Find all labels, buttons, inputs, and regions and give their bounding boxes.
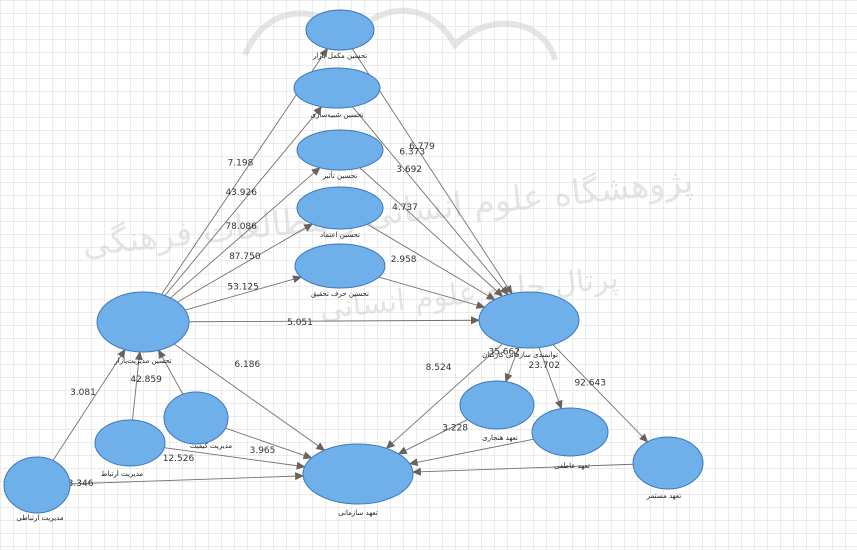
edge-value-b3-c: 3.346 xyxy=(68,479,94,489)
node-n1[interactable] xyxy=(305,9,375,51)
node-b3[interactable] xyxy=(3,456,71,514)
node-label-L: تحسین مدیریت‌بازار xyxy=(113,357,171,365)
edge-value-L-n2: 43.926 xyxy=(225,188,257,198)
node-n5[interactable] xyxy=(294,243,386,289)
edge-r3-c xyxy=(411,463,634,476)
edge-value-R-r1: 35.662 xyxy=(488,348,520,358)
edge-value-L-n3: 78.086 xyxy=(225,222,257,232)
edge-R-r1 xyxy=(504,347,520,383)
edge-value-L-R: 5.051 xyxy=(287,318,313,328)
edge-value-L-n4: 87.750 xyxy=(229,252,261,262)
node-r1[interactable] xyxy=(459,380,535,430)
edge-n2-R xyxy=(352,106,509,296)
edge-value-b1-L: 42.859 xyxy=(130,375,162,385)
node-label-n5: تحسین حرف تحقیق xyxy=(311,290,369,298)
node-label-R: توانمندی ساز‌مانی کارکنان xyxy=(482,351,558,359)
node-label-n2: تحسین شبیه‌سازی xyxy=(310,111,363,119)
edge-value-b3-L: 3.081 xyxy=(70,388,96,398)
node-label-r2: تعهد عاطفی xyxy=(554,462,590,470)
node-n4[interactable] xyxy=(296,186,384,230)
edge-L-n3 xyxy=(170,166,321,299)
edge-R-r2 xyxy=(538,347,563,410)
edge-n3-R xyxy=(359,167,504,297)
edge-b2-L xyxy=(158,349,184,395)
node-c[interactable] xyxy=(302,443,414,505)
edge-value-L-n1: 7.198 xyxy=(228,159,254,169)
edge-value-n4-R: 4.737 xyxy=(392,203,418,213)
edge-value-r1-c: 3.228 xyxy=(442,424,468,434)
edge-value-n2-R: 6.373 xyxy=(399,148,425,158)
edge-L-n4 xyxy=(177,223,314,303)
node-b1[interactable] xyxy=(94,419,166,467)
edge-b1-c xyxy=(164,447,306,470)
node-label-n4: تحسین اعتماد xyxy=(320,231,360,239)
edge-n4-R xyxy=(367,223,496,301)
edge-value-L-n5: 53.125 xyxy=(227,283,259,293)
node-label-c: تعهد سازمانی xyxy=(338,509,378,517)
node-b2[interactable] xyxy=(163,391,229,445)
node-label-n1: تحسین مکمل بازار xyxy=(312,52,367,60)
edge-value-R-r2: 23.702 xyxy=(528,361,560,371)
node-r3[interactable] xyxy=(632,436,704,490)
edge-R-c xyxy=(385,343,503,450)
node-label-b3: مدیریت ارتباطی xyxy=(16,514,63,522)
edge-value-R-c: 8.524 xyxy=(426,363,452,373)
edge-r2-c xyxy=(408,438,534,467)
node-n2[interactable] xyxy=(293,67,381,109)
edge-r1-c xyxy=(397,419,468,455)
node-label-n3: تحسین تأثیر xyxy=(322,170,357,180)
edge-n5-R xyxy=(378,276,486,309)
edge-L-n5 xyxy=(185,275,303,311)
edge-value-L-c: 6.186 xyxy=(234,360,260,370)
edge-value-b2-c: 3.965 xyxy=(250,446,276,456)
node-R[interactable] xyxy=(478,291,580,349)
node-label-r3: تعهد مستمر xyxy=(646,492,682,500)
node-n3[interactable] xyxy=(296,129,384,171)
node-label-r1: تعهد هنجاری xyxy=(482,434,518,442)
node-r2[interactable] xyxy=(531,407,609,457)
edge-L-R xyxy=(188,316,481,325)
node-label-b2: مدیریت کیفیت xyxy=(190,442,233,450)
node-label-b1: مدیریت ارتباط xyxy=(101,470,144,478)
edge-value-n3-R: 3.692 xyxy=(396,165,422,175)
edge-value-b1-c: 12.526 xyxy=(163,454,195,464)
edge-value-n5-R: 2.958 xyxy=(391,255,417,265)
edge-R-r3 xyxy=(552,344,649,443)
edge-L-n2 xyxy=(164,105,323,296)
edge-L-c xyxy=(173,343,326,451)
edge-value-R-r3: 92.643 xyxy=(574,378,606,388)
edge-b3-L xyxy=(52,348,126,461)
edge-b2-c xyxy=(225,427,313,460)
edge-b1-L xyxy=(132,350,143,421)
nodes: تحسین مکمل بازار تحسین شبیه‌سازی تحسین تأث… xyxy=(3,9,704,522)
edge-value-n1-R: 6.779 xyxy=(409,142,435,152)
node-L[interactable] xyxy=(96,291,190,353)
edge-b3-c xyxy=(69,472,305,485)
